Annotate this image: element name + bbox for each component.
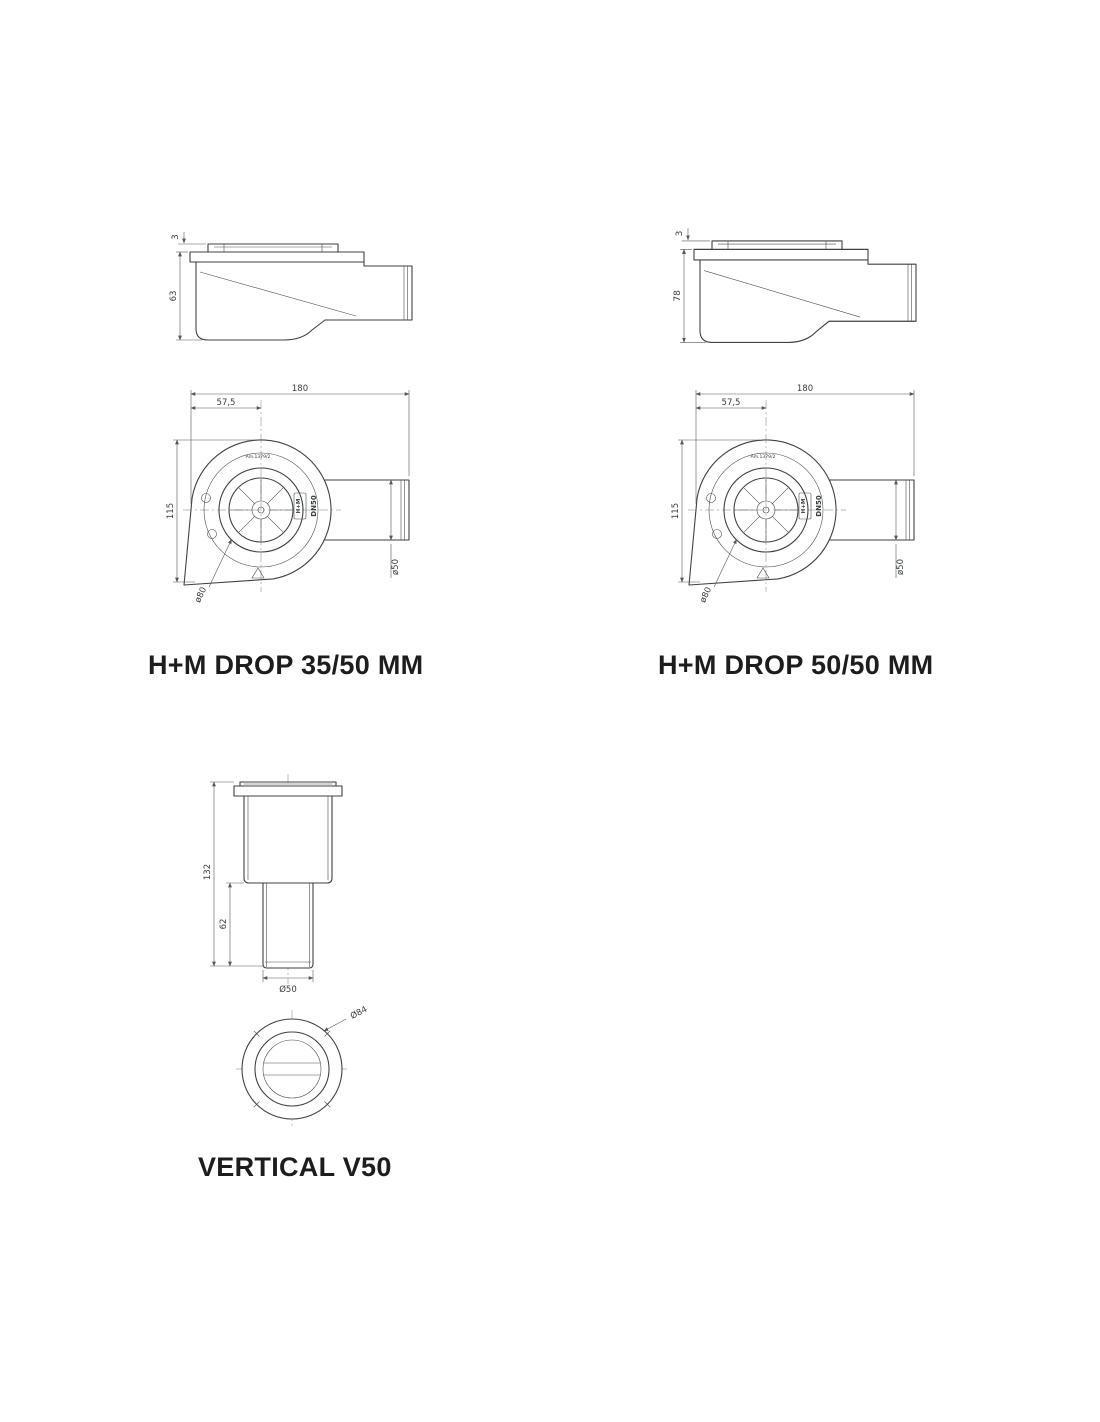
dim-flange-thickness: 3: [675, 231, 685, 237]
top-body: H+M DN50 Am.1379/2: [183, 400, 410, 592]
dim-pipe-length: 62: [219, 919, 229, 930]
drop-35-50-top-view: H+M DN50 Am.1379/2 180 57,5 115 ø50: [166, 384, 410, 605]
dim-depth: 115: [166, 503, 176, 519]
brand-logo: H+M: [293, 492, 307, 520]
dim-outlet-dia: ø50: [391, 559, 401, 575]
screw-hole: [207, 529, 217, 539]
drop-50-50-figure: 3 78: [672, 224, 936, 372]
recycle-triangle-icon: [251, 567, 265, 579]
dim-offset: 57,5: [722, 398, 741, 408]
cap-slot: [264, 1062, 320, 1076]
dim-width: 180: [292, 384, 308, 394]
dim-grate-dia: ø80: [698, 586, 714, 605]
dim-total-height: 63: [169, 291, 179, 302]
drop-50-50-side-view: 3 78: [673, 228, 917, 343]
brand-logo: H+M: [798, 492, 812, 520]
approval-text: Am.1379/2: [751, 454, 776, 460]
caption-vertical-v50: VERTICAL V50: [198, 1152, 392, 1182]
screw-hole: [712, 529, 722, 539]
vertical-v50-side-view: 132 62 Ø50: [203, 774, 343, 995]
top-body: [236, 1010, 348, 1128]
dim-offset: 57,5: [217, 398, 236, 408]
grate-icon: [733, 477, 799, 543]
caption-drop-50-50: H+M DROP 50/50 MM: [658, 650, 934, 680]
dim-total-height: 78: [673, 290, 683, 301]
recycle-triangle-icon: [756, 567, 770, 579]
brand-text: H+M: [801, 499, 807, 514]
dn-label: DN50: [310, 495, 318, 517]
drop-35-50-side-view: 3 63: [169, 232, 413, 341]
top-body: H+M DN50 Am.1379/2: [688, 400, 915, 592]
approval-text: Am.1379/2: [246, 454, 271, 460]
dim-total-height: 132: [203, 864, 213, 880]
vertical-v50-top-figure: Ø84: [212, 1002, 392, 1137]
side-dimensions: 132 62 Ø50: [203, 781, 314, 995]
side-dimensions: 3 78: [673, 228, 710, 343]
top-dimensions: 180 57,5 115 ø50 ø80: [166, 384, 410, 605]
drop-50-50-top-figure: H+M DN50 Am.1379/2 180 57,5 115 ø50: [670, 382, 940, 627]
dim-width: 180: [797, 384, 813, 394]
side-body: [693, 240, 917, 343]
dim-flange-dia: Ø84: [349, 1004, 370, 1022]
vertical-v50-top-view: Ø84: [236, 1004, 370, 1128]
top-dimensions: Ø84: [323, 1004, 370, 1032]
dn-label: DN50: [815, 495, 823, 517]
brand-text: H+M: [296, 499, 302, 514]
side-body: [233, 774, 343, 984]
side-dimensions: 3 63: [169, 232, 206, 341]
screw-hole: [706, 493, 716, 503]
flange-tabs: [253, 1030, 331, 1108]
dim-pipe-dia: Ø50: [279, 984, 297, 995]
side-body: [189, 243, 413, 341]
grate-icon: [228, 477, 294, 543]
drop-35-50-figure: 3 63: [168, 228, 432, 368]
vertical-v50-figure: 132 62 Ø50: [200, 772, 370, 997]
dim-outlet-dia: ø50: [896, 559, 906, 575]
drop-50-50-top-view: H+M DN50 Am.1379/2 180 57,5 115 ø50: [671, 384, 915, 605]
caption-drop-35-50: H+M DROP 35/50 MM: [148, 650, 424, 680]
dim-depth: 115: [671, 503, 681, 519]
dim-grate-dia: ø80: [193, 586, 209, 605]
top-dimensions: 180 57,5 115 ø50 ø80: [671, 384, 915, 605]
drop-35-50-top-figure: H+M DN50 Am.1379/2 180 57,5 115 ø50: [165, 382, 435, 627]
dim-flange-thickness: 3: [171, 234, 181, 239]
screw-hole: [201, 493, 211, 503]
